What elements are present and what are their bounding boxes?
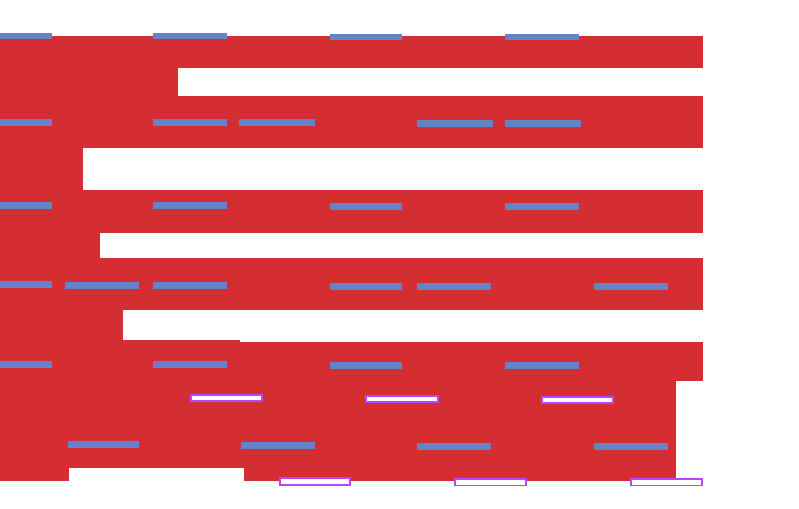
link-bar-r2-c1[interactable] xyxy=(0,119,52,126)
link-bar-r3-c1[interactable] xyxy=(0,202,52,209)
link-bar-r6-c3[interactable] xyxy=(417,443,491,450)
line-gap-1 xyxy=(178,68,799,96)
link-bar-r4-c3[interactable] xyxy=(153,282,227,289)
link-bar-r3-c3[interactable] xyxy=(330,203,402,210)
link-bar-r1-c3[interactable] xyxy=(330,34,402,40)
link-bar-r5-c1[interactable] xyxy=(0,361,52,368)
line-gap-6 xyxy=(676,381,799,409)
link-bar-r1-c2[interactable] xyxy=(153,33,227,39)
field-bar-r1-c1[interactable] xyxy=(190,394,263,402)
link-bar-r6-c1[interactable] xyxy=(68,441,139,448)
link-bar-r5-c4[interactable] xyxy=(505,362,579,369)
page-bottom-margin xyxy=(0,486,799,509)
link-bar-r4-c1[interactable] xyxy=(0,281,52,288)
line-gap-2 xyxy=(83,148,799,190)
field-bar-r2-c1[interactable] xyxy=(279,477,351,486)
link-bar-r2-c3[interactable] xyxy=(239,119,315,126)
field-bar-r1-c3[interactable] xyxy=(541,396,614,404)
link-bar-r2-c4[interactable] xyxy=(417,120,493,127)
link-bar-r3-c4[interactable] xyxy=(505,203,579,210)
link-bar-r1-c4[interactable] xyxy=(505,34,579,40)
link-bar-r4-c2[interactable] xyxy=(65,282,139,289)
link-bar-r2-c5[interactable] xyxy=(505,120,581,127)
line-gap-5 xyxy=(240,330,799,342)
link-bar-r4-c6[interactable] xyxy=(594,283,668,290)
link-bar-r3-c2[interactable] xyxy=(153,202,227,209)
link-bar-r5-c2[interactable] xyxy=(153,361,227,368)
link-bar-r6-c2[interactable] xyxy=(241,442,315,449)
link-bar-r2-c2[interactable] xyxy=(153,119,227,126)
link-bar-r1-c1[interactable] xyxy=(0,33,52,39)
line-gap-3 xyxy=(100,233,799,258)
field-bar-r1-c2[interactable] xyxy=(365,395,439,403)
link-bar-r4-c5[interactable] xyxy=(417,283,491,290)
link-bar-r5-c3[interactable] xyxy=(330,362,402,369)
link-bar-r4-c4[interactable] xyxy=(330,283,402,290)
link-bar-r6-c4[interactable] xyxy=(594,443,668,450)
